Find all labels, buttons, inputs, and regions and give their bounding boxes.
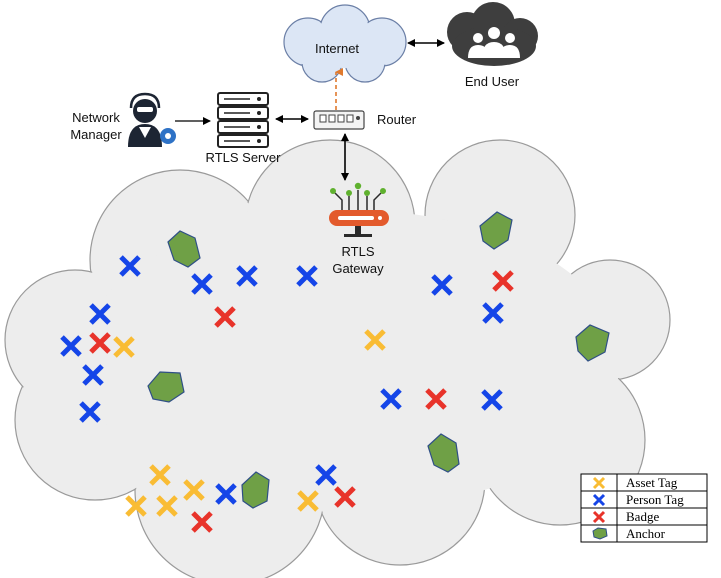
headset-operator-icon (128, 92, 176, 147)
asset-tag-marker (125, 495, 147, 517)
legend-person-tag: Person Tag (592, 492, 684, 507)
internet-label: Internet (315, 41, 359, 56)
person-tag-marker (82, 364, 104, 386)
badge-marker (214, 306, 236, 328)
legend-badge: Badge (592, 509, 659, 524)
legend-badge-label: Badge (626, 509, 659, 524)
person-tag-marker (296, 265, 318, 287)
legend-anchor-label: Anchor (626, 526, 666, 541)
legend-anchor: Anchor (592, 526, 666, 541)
anchor-marker (147, 371, 185, 403)
anchor-marker (241, 471, 270, 509)
anchor-marker (479, 211, 513, 250)
person-tag-marker (60, 335, 82, 357)
anchor-marker (167, 230, 201, 268)
network-manager-label-1: Network (72, 110, 120, 125)
legend-asset-tag-label: Asset Tag (626, 475, 678, 490)
person-tag-marker (236, 265, 258, 287)
end-user-label: End User (465, 74, 520, 89)
coverage-cloud (4, 139, 671, 578)
user-group-cloud-icon (447, 2, 538, 66)
asset-tag-marker (297, 490, 319, 512)
badge-marker (334, 486, 356, 508)
gateway-label-2: Gateway (332, 261, 384, 276)
router-icon (313, 110, 365, 130)
person-tag-marker (89, 303, 111, 325)
internet-cloud (283, 4, 407, 83)
badges (89, 270, 514, 533)
person-tag-marker (380, 388, 402, 410)
person-tag-marker (482, 302, 504, 324)
gateway-antenna-icon (329, 182, 389, 237)
person-tag-marker (431, 274, 453, 296)
legend-asset-tag: Asset Tag (592, 475, 678, 490)
asset-tag-marker (149, 464, 171, 486)
anchors (147, 211, 610, 509)
network-manager-label-2: Manager (70, 127, 122, 142)
person-tag-marker (215, 483, 237, 505)
person-tag-marker (119, 255, 141, 277)
badge-marker (492, 270, 514, 292)
person-tags (60, 255, 504, 505)
person-tag-marker (315, 464, 337, 486)
legend: Asset Tag Person Tag Badge Anchor (580, 473, 708, 543)
asset-tags (113, 329, 386, 517)
person-tag-marker (191, 273, 213, 295)
rtls-server-label: RTLS Server (206, 150, 282, 165)
badge-marker (191, 511, 213, 533)
gateway-label-1: RTLS (342, 244, 375, 259)
badge-marker (89, 332, 111, 354)
badge-marker (425, 388, 447, 410)
asset-tag-marker (113, 336, 135, 358)
router-label: Router (377, 112, 417, 127)
legend-person-tag-label: Person Tag (626, 492, 684, 507)
person-tag-marker (481, 389, 503, 411)
person-tag-marker (79, 401, 101, 423)
asset-tag-marker (183, 479, 205, 501)
asset-tag-marker (364, 329, 386, 351)
server-rack-icon (217, 92, 269, 148)
asset-tag-marker (156, 495, 178, 517)
anchor-marker (427, 433, 460, 473)
anchor-marker (575, 324, 610, 362)
